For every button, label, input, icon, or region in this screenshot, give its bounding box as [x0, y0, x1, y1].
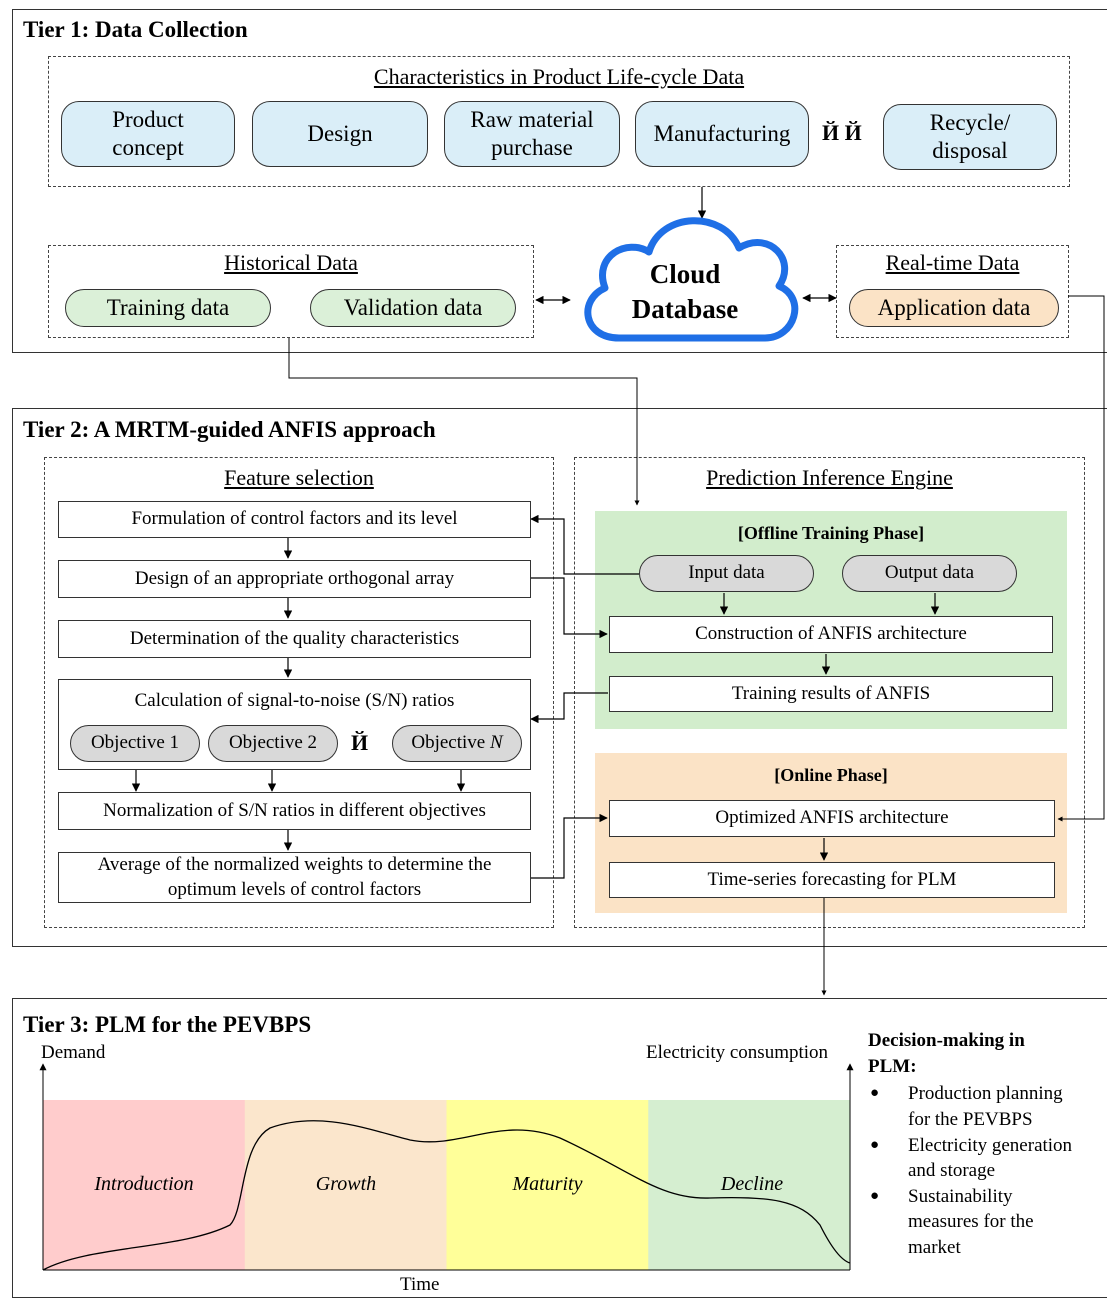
objectives-ellipsis: Й	[351, 730, 369, 755]
stage-maturity: Maturity	[512, 1173, 583, 1195]
y-left-label: Demand	[41, 1042, 106, 1063]
decision-making-panel: Decision-making in PLM: ● Production pla…	[868, 1028, 1103, 1261]
objective-n-prefix: Objective	[411, 732, 490, 754]
decision-item: ● Electricity generation and storage	[868, 1133, 1103, 1184]
decision-item-line: Production planning	[908, 1083, 1063, 1105]
plm-curve	[42, 1120, 851, 1271]
decision-item-line: Sustainability	[908, 1185, 1013, 1207]
cloud-icon	[584, 217, 799, 342]
tier1-title: Tier 1: Data Collection	[23, 17, 248, 42]
decision-item-line: and storage	[908, 1160, 996, 1182]
historical-data-group	[48, 245, 534, 338]
stage-label: purchase	[491, 135, 573, 160]
stage-label: Raw material	[470, 107, 594, 133]
construction-anfis: Construction of ANFIS architecture	[609, 616, 1053, 653]
stage-label: Recycle/	[929, 110, 1011, 136]
decision-item-line: for the PEVBPS	[908, 1108, 1033, 1130]
cloud-line2: Database	[631, 294, 739, 325]
cloud-database-label: Cloud Database	[583, 257, 787, 327]
y-right-label: Electricity consumption	[646, 1042, 829, 1063]
cloud-line1: Cloud	[649, 259, 721, 289]
objective-n: Objective N	[392, 725, 522, 762]
tier2-title: Tier 2: A MRTM-guided ANFIS approach	[23, 417, 436, 442]
input-data: Input data	[639, 555, 814, 592]
step-quality: Determination of the quality characteris…	[58, 620, 531, 658]
decision-item-line: market	[908, 1237, 961, 1259]
optimized-anfis: Optimized ANFIS architecture	[609, 800, 1055, 837]
validation-data: Validation data	[310, 289, 516, 327]
step-formulation: Formulation of control factors and its l…	[58, 501, 531, 538]
decision-title-line1: Decision-making in	[868, 1030, 1025, 1051]
objective-2: Objective 2	[208, 725, 338, 762]
x-axis-label: Time	[400, 1274, 440, 1295]
realtime-data-title: Real-time Data	[885, 250, 1020, 275]
stage-band-decline	[648, 1100, 851, 1270]
stage-band-maturity	[446, 1100, 649, 1270]
step-orthogonal-array: Design of an appropriate orthogonal arra…	[58, 560, 531, 598]
stage-label: Product	[112, 107, 184, 133]
stage-label: Design	[307, 121, 373, 147]
stage-label: concept	[112, 135, 184, 160]
application-data: Application data	[849, 289, 1059, 327]
bullet-icon: ●	[870, 1187, 880, 1204]
decision-title-line2: PLM:	[868, 1055, 917, 1077]
training-results-anfis: Training results of ANFIS	[609, 676, 1053, 712]
decision-item: ● Production planning for the PEVBPS	[868, 1081, 1103, 1132]
stage-label: disposal	[932, 138, 1008, 163]
bullet-icon: ●	[870, 1085, 880, 1102]
time-series-forecasting: Time-series forecasting for PLM	[609, 862, 1055, 898]
characteristics-title: Characteristics in Product Life-cycle Da…	[373, 64, 745, 89]
step-average-line1: Average of the normalized weights to det…	[97, 853, 492, 875]
step-average-weights: Average of the normalized weights to det…	[58, 852, 531, 903]
stage-recycle: Recycle/disposal	[883, 104, 1057, 170]
stage-design: Design	[252, 101, 428, 167]
step-sn-ratios-label: Calculation of signal-to-noise (S/N) rat…	[134, 690, 455, 711]
feature-selection-title: Feature selection	[224, 465, 374, 490]
plm-chart	[39, 1063, 854, 1271]
decision-item-line: Electricity generation	[908, 1134, 1073, 1156]
objective-n-symbol: N	[489, 732, 503, 754]
stage-label: Manufacturing	[653, 121, 791, 147]
online-phase-title: [Online Phase]	[774, 765, 888, 785]
step-average-line2: optimum levels of control factors	[167, 878, 422, 900]
stages-ellipsis: Й Й	[822, 120, 862, 145]
stage-introduction: Introduction	[94, 1173, 194, 1195]
training-data: Training data	[65, 289, 271, 327]
step-normalization: Normalization of S/N ratios in different…	[58, 792, 531, 830]
stage-growth: Growth	[315, 1173, 377, 1195]
tier3-title: Tier 3: PLM for the PEVBPS	[23, 1012, 312, 1037]
offline-phase-title: [Offline Training Phase]	[737, 523, 925, 543]
realtime-data-group	[836, 245, 1069, 338]
inference-engine-title: Prediction Inference Engine	[706, 465, 953, 490]
bullet-icon: ●	[870, 1136, 880, 1153]
stage-band-growth	[244, 1100, 447, 1270]
objective-1: Objective 1	[70, 725, 200, 762]
stage-band-introduction	[43, 1100, 246, 1270]
characteristics-group	[48, 56, 1070, 187]
output-data: Output data	[842, 555, 1017, 592]
decision-item: ● Sustainability measures for the market	[868, 1184, 1103, 1261]
historical-data-title: Historical Data	[224, 250, 358, 275]
decision-item-line: measures for the	[908, 1211, 1034, 1233]
stage-decline: Decline	[720, 1173, 784, 1195]
stage-manufacturing: Manufacturing	[635, 101, 809, 167]
